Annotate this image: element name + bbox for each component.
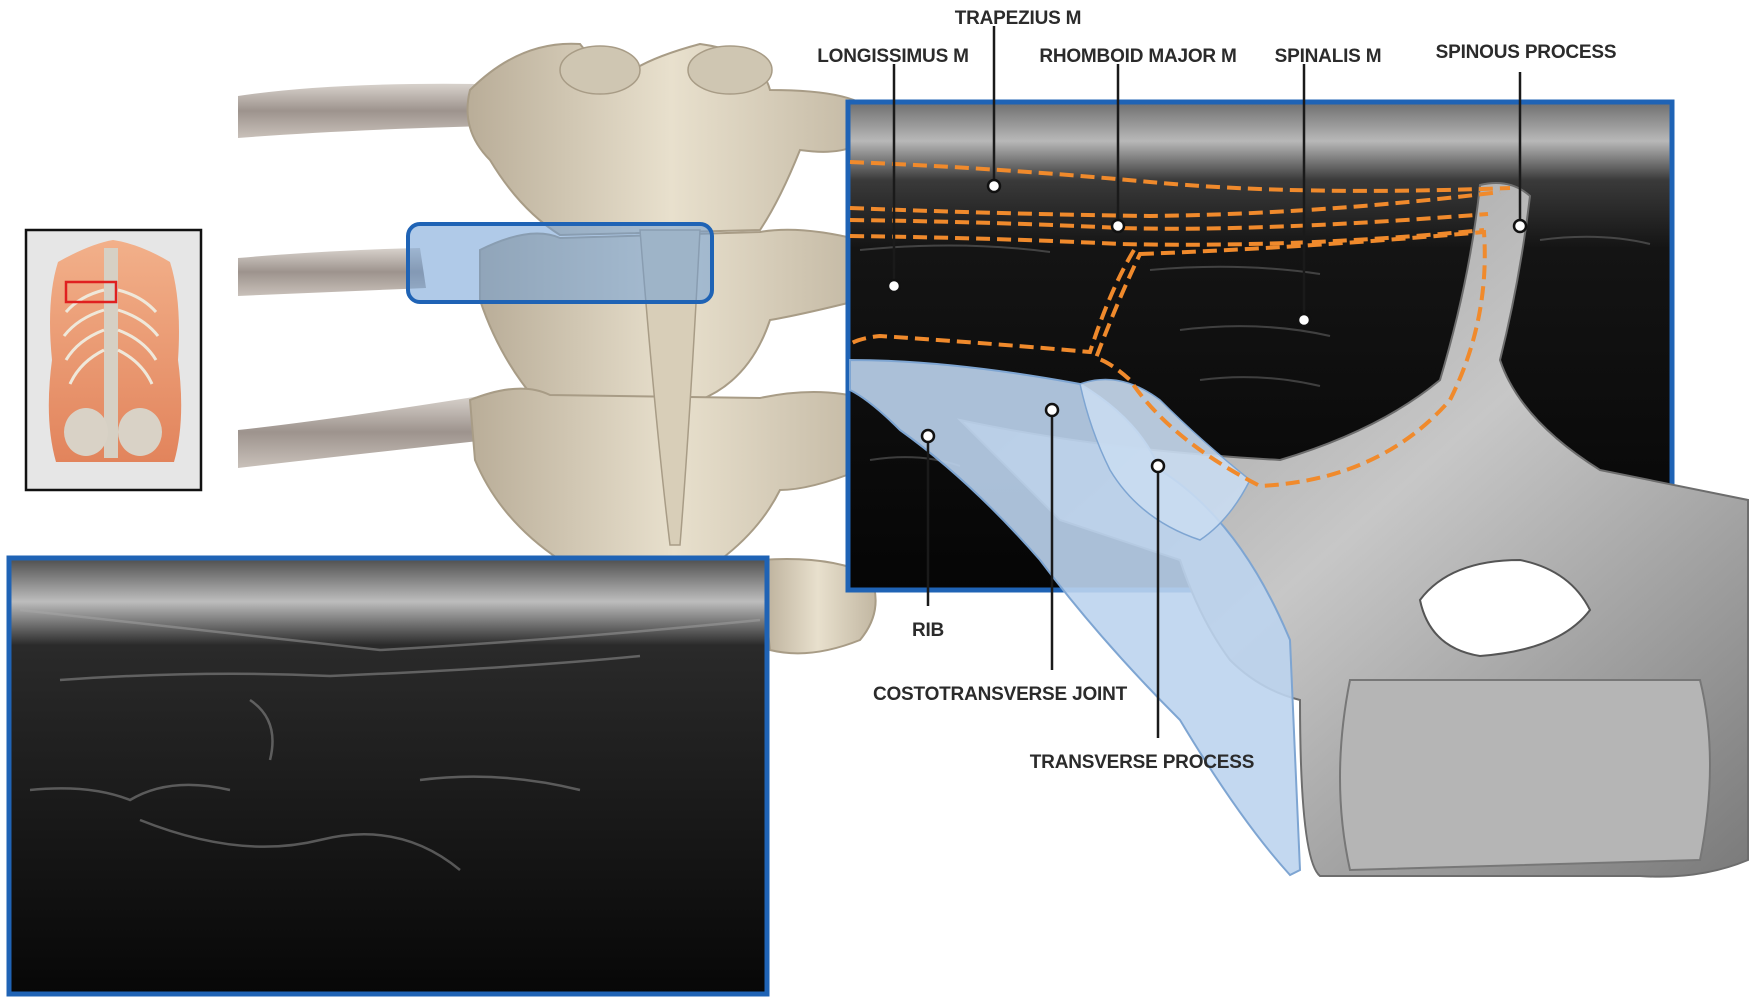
transverse-process-label: TRANSVERSE PROCESS xyxy=(1030,752,1254,773)
rib-marker xyxy=(922,430,934,442)
raw-ultrasound-panel xyxy=(9,558,767,994)
rhomboid-major-label: RHOMBOID MAJOR M xyxy=(1039,46,1236,67)
ultrasound-frame-raw xyxy=(9,558,767,994)
rhomboid-major-marker xyxy=(1112,220,1124,232)
rib-label: RIB xyxy=(912,620,944,641)
rib-lower xyxy=(238,396,488,468)
facet-left-top xyxy=(560,46,640,94)
facet-right-top xyxy=(688,46,772,94)
pelvis-left xyxy=(64,408,108,456)
spinous-process-marker xyxy=(1514,220,1526,232)
annotated-ultrasound-panel xyxy=(848,102,1748,877)
costotransverse-joint-label: COSTOTRANSVERSE JOINT xyxy=(873,684,1128,705)
patient-thumbnail xyxy=(26,230,201,490)
probe-position-box xyxy=(408,224,712,302)
transverse-process-marker xyxy=(1152,460,1164,472)
spinalis-marker xyxy=(1298,314,1310,326)
trapezius-marker xyxy=(988,180,1000,192)
vertebral-body xyxy=(1340,680,1710,870)
costotransverse-joint-marker xyxy=(1046,404,1058,416)
rib-middle xyxy=(238,248,426,296)
spinous-process-label: SPINOUS PROCESS xyxy=(1436,42,1617,63)
spinalis-label: SPINALIS M xyxy=(1275,46,1382,67)
pelvis-right xyxy=(118,408,162,456)
rib-upper xyxy=(238,84,486,138)
vertebra-upper xyxy=(468,44,876,235)
longissimus-label: LONGISSIMUS M xyxy=(817,46,969,67)
trapezius-label: TRAPEZIUS M xyxy=(955,8,1082,29)
longissimus-marker xyxy=(888,280,900,292)
